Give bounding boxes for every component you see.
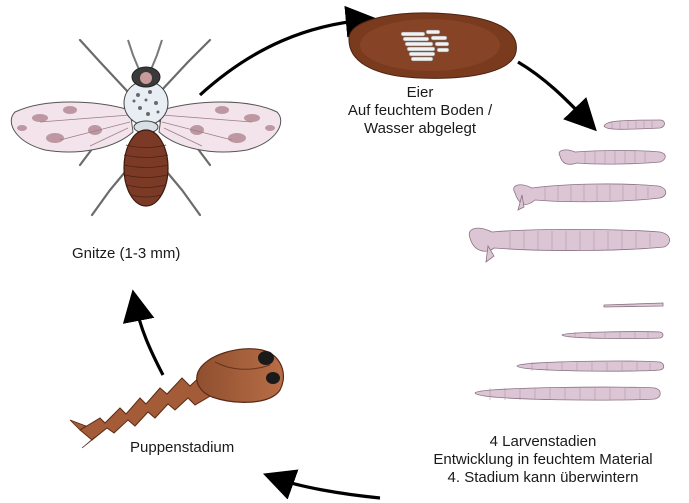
adult-stage-label: Gnitze (1-3 mm) [72, 245, 180, 263]
larva-icon [514, 184, 666, 210]
egg-mass-icon [349, 13, 516, 78]
biting-midge-icon [11, 40, 281, 215]
larva-icon [475, 387, 660, 400]
larvae-group-upper [469, 120, 669, 262]
egg-stage-description-line1: Auf feuchtem Boden / [320, 102, 520, 120]
larva-icon [562, 332, 663, 339]
larval-stage-description-line1: Entwicklung in feuchtem Material [408, 451, 678, 469]
larva-icon [604, 120, 665, 129]
larvae-group-lower [475, 303, 664, 400]
arrow-eggs-to-larvae [518, 62, 588, 122]
egg-stage-title: Eier [330, 84, 510, 102]
larval-stage-description-line2: 4. Stadium kann überwintern [408, 469, 678, 487]
arrow-pupa-to-adult [135, 302, 163, 375]
arrow-larvae-to-pupa [275, 478, 380, 498]
pupa-stage-label: Puppenstadium [130, 439, 234, 457]
pupa-icon [70, 349, 283, 448]
larva-icon [604, 303, 663, 307]
larva-icon [559, 150, 665, 164]
larval-stage-title: 4 Larvenstadien [408, 433, 678, 451]
larva-icon [517, 361, 664, 371]
larva-icon [469, 228, 669, 262]
egg-stage-description-line2: Wasser abgelegt [320, 120, 520, 138]
